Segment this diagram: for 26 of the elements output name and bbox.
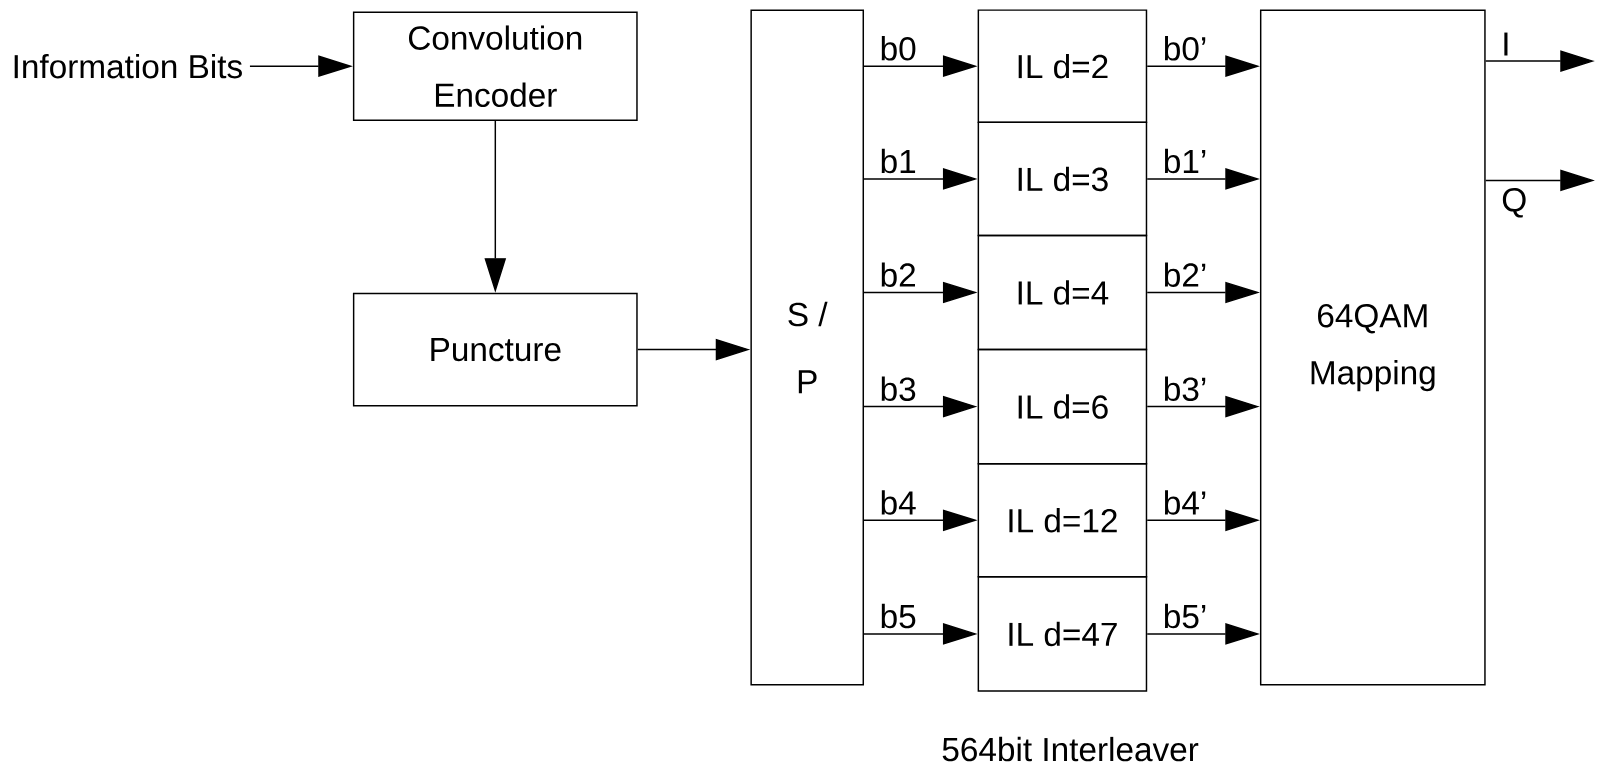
- caption: 564bit Interleaver: [942, 736, 1199, 762]
- edge-label: b2’: [1161, 261, 1209, 289]
- edge-label: b1: [878, 147, 918, 175]
- interleaver-box: IL d=4: [977, 234, 1148, 351]
- edge-label: b4: [878, 488, 918, 517]
- interleaver-box: IL d=3: [977, 121, 1148, 237]
- process-box: Puncture: [352, 292, 638, 407]
- input-label: Information Bits: [14, 53, 242, 79]
- mapping-box: 64QAM Mapping: [1259, 9, 1486, 686]
- converter-box: S / P: [750, 9, 864, 686]
- edge-label: b2: [878, 261, 918, 289]
- interleaver-box: IL d=6: [977, 348, 1148, 465]
- edge-label: Q: [1499, 186, 1529, 219]
- edge-label: b4’: [1161, 488, 1209, 517]
- edge-label: b1’: [1161, 147, 1209, 175]
- edge-label: b5: [878, 602, 918, 630]
- interleaver-box: IL d=47: [977, 576, 1148, 692]
- edge-label: b0: [878, 34, 918, 62]
- interleaver-box: IL d=12: [977, 463, 1148, 578]
- interleaver-box: IL d=2: [977, 9, 1148, 123]
- edge-label: b3: [878, 375, 918, 403]
- process-box: Convolution Encoder: [352, 11, 638, 121]
- edge-label: b3’: [1161, 375, 1209, 403]
- edge-label: b5’: [1161, 602, 1209, 630]
- edge-label: b0’: [1161, 34, 1209, 62]
- edge-label: I: [1499, 31, 1512, 57]
